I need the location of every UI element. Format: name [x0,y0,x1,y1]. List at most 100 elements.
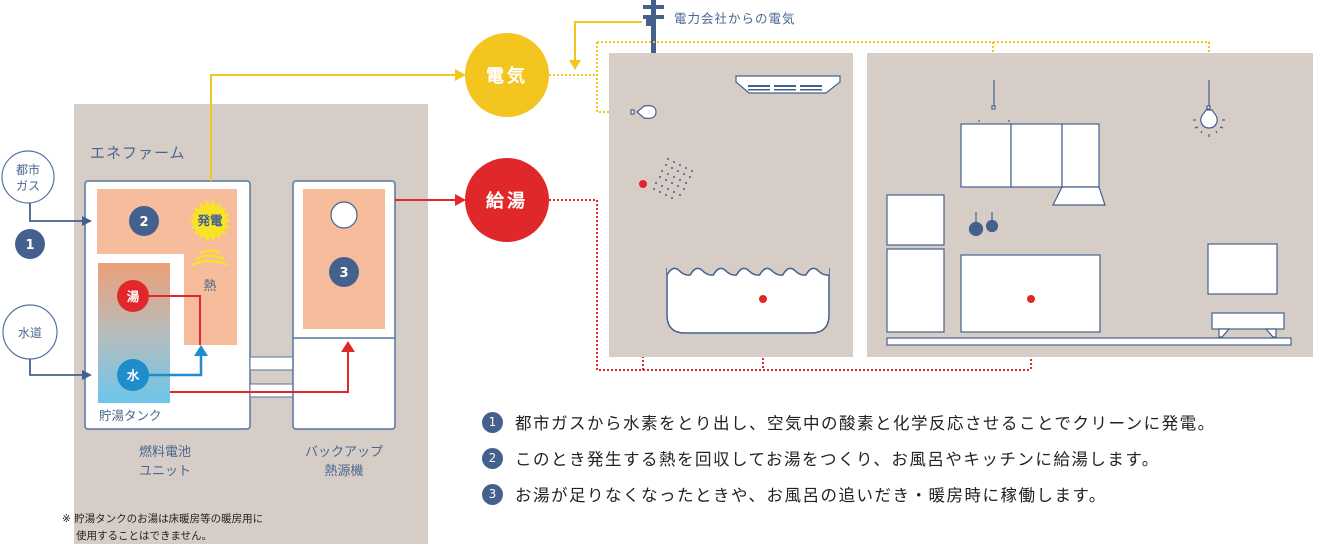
electricity-output [465,33,549,117]
hot-water-label: 湯 [127,289,140,304]
grid-power-line [574,21,642,60]
step-3-marker-label: 3 [339,266,348,281]
shower-drop [679,194,681,196]
step-number-badge: 3 [482,483,503,505]
hot-water-supply-arrow-icon [455,194,466,206]
kitchen-counter [960,254,1101,333]
shower-drop [679,164,681,166]
backup-arrow-icon [341,341,355,352]
step-number-badge: 1 [482,411,503,433]
shower-drop [677,185,679,187]
step-text: このとき発生する熱を回収してお湯をつくり、お風呂やキッチンに給湯します。 [515,450,1160,469]
bathroom-light-icon [630,105,657,119]
shower-drop [661,185,663,187]
shower-drop [653,188,655,190]
tank-to-backup-pipe [170,350,349,393]
electricity-output-label: 電気 [486,65,528,87]
tank-label: 貯湯タンク [99,408,162,423]
frying-pans-icon [968,212,999,237]
backup-label-line1: バックアップ [305,445,383,460]
shower-drop [689,176,691,178]
hot-water-pipe [149,295,201,345]
step-1-marker-label: 1 [25,238,34,253]
shower-drop [659,176,661,178]
shower-drop [671,197,673,199]
shower-drop [673,191,675,193]
air-vent-icon [735,75,841,94]
living-light-bulb-icon [1193,80,1225,137]
shower-spray-icon [653,158,693,199]
heat-label: 熱 [203,279,216,294]
shower-drop [665,194,667,196]
water-supply-label: 水道 [18,326,42,340]
city-gas-line1: 都市 [16,162,40,177]
hot-water-supply-output [465,158,549,242]
shower-drop [683,173,685,175]
shower-drop [673,161,675,163]
hot-water-node [117,280,149,312]
shower-drop [685,182,687,184]
shower-drop [683,188,685,190]
cold-water-arrow-icon [194,345,208,356]
backup-label-line2: 熱源機 [324,464,363,479]
utility-pole-icon [643,0,664,54]
electricity-line [210,74,455,181]
generation-sun-icon [189,200,231,242]
kitchen-connection-dot [1027,295,1035,303]
step-item: 2 このとき発生する熱を回収してお湯をつくり、お風呂やキッチンに給湯します。 [482,447,1216,469]
shower-drop [665,164,667,166]
city-gas-line2: ガス [16,179,40,193]
step-item: 3 お湯が足りなくなったときや、お風呂の追いだき・暖房時に稼働します。 [482,483,1216,505]
shower-drop [655,182,657,184]
shower-drop [665,179,667,181]
power-company-label: 電力会社からの電気 [674,11,796,26]
generation-badge: 発電 [196,213,223,228]
shower-drop [661,170,663,172]
fuel-cell-label-line2: ユニット [139,464,191,479]
shower-drop [677,170,679,172]
cold-water-node [117,359,149,391]
step-2-marker [129,206,159,236]
shower-drop [679,179,681,181]
step-explanations: 1 都市ガスから水素をとり出し、空気中の酸素と化学反応させることでクリーンに発電… [482,411,1216,520]
step-text: 都市ガスから水素をとり出し、空気中の酸素と化学反応させることでクリーンに発電。 [515,414,1216,433]
gas-pipe [29,203,92,226]
shower-drop [667,158,669,160]
television-icon [1207,243,1278,295]
footnote-line2: 使用することはできません。 [76,530,213,542]
shower-drop [659,191,661,193]
shower-drop [667,188,669,190]
shower-drop [685,167,687,169]
bathtub-icon [666,267,830,334]
cold-water-pipe [149,355,203,377]
burner-icon [330,201,358,229]
grid-power-arrow-icon [569,60,581,70]
step-2-marker-label: 2 [139,215,148,230]
refrigerator-icon [886,194,945,333]
shower-connection-dot [639,180,647,188]
footnote-line1: ※ 貯湯タンクのお湯は床暖房等の暖房用に [62,513,264,525]
range-hood-icon [1052,186,1106,206]
shower-drop [671,167,673,169]
step-number-badge: 2 [482,447,503,469]
shower-drop [691,170,693,172]
step-1-marker [15,229,45,259]
shower-drop [673,176,675,178]
cold-water-label: 水 [127,368,140,383]
tv-stand-icon [1211,312,1285,338]
step-3-marker [329,257,359,287]
shower-drop [667,173,669,175]
bathtub-connection-dot [759,295,767,303]
step-item: 1 都市ガスから水素をとり出し、空気中の酸素と化学反応させることでクリーンに発電… [482,411,1216,433]
heat-waves-icon [191,249,229,267]
footnote: ※ 貯湯タンクのお湯は床暖房等の暖房用に 使用することはできません。 [62,511,263,545]
electricity-arrow-icon [455,69,466,81]
enefarm-title: エネファーム [90,144,186,162]
floor-line [886,337,1292,346]
step-text: お湯が足りなくなったときや、お風呂の追いだき・暖房時に稼働します。 [515,486,1107,505]
shower-drop [671,182,673,184]
unit-connector-pipes [249,356,294,398]
city-gas-input [1,150,55,204]
fuel-cell-label-line1: 燃料電池 [139,444,191,460]
